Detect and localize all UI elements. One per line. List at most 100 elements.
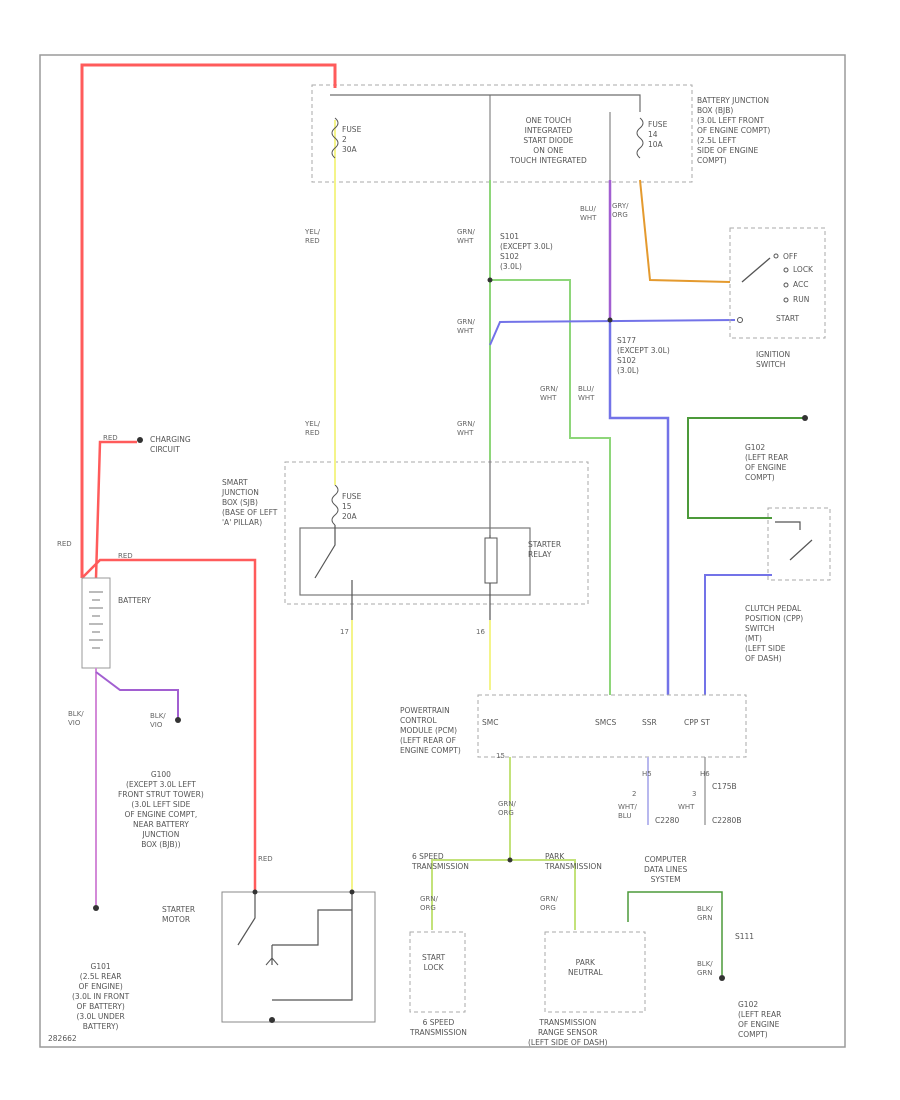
computer-data-lines-wire bbox=[627, 891, 723, 975]
charging-circuit-connector bbox=[137, 437, 143, 443]
starter-motor-terminal-s bbox=[349, 889, 355, 895]
wire-label-pin-3: 3 bbox=[692, 790, 697, 798]
red-starter-wire bbox=[81, 558, 257, 892]
g101-label: G101 (2.5L REAR OF ENGINE) (3.0L IN FRON… bbox=[72, 962, 130, 1031]
g100-label: G100 (EXCEPT 3.0L LEFT FRONT STRUT TOWER… bbox=[118, 770, 204, 849]
wire-label-blu-wht-1: BLU/ WHT bbox=[580, 205, 597, 222]
green-orange-park-wire bbox=[510, 859, 576, 930]
dark-green-ground-wire bbox=[687, 417, 805, 519]
wire-label-grn-org-1: GRN/ ORG bbox=[498, 800, 516, 817]
ignition-terminal-start bbox=[737, 317, 743, 323]
c2280-label: C2280 bbox=[655, 816, 680, 825]
battery-junction-box-outline bbox=[311, 84, 693, 183]
starter-relay-switch bbox=[314, 525, 353, 620]
computer-data-lines-label: COMPUTER DATA LINES SYSTEM bbox=[644, 855, 688, 884]
start-lock-label: START LOCK bbox=[422, 953, 446, 972]
starter-motor-terminal-b bbox=[252, 889, 258, 895]
wire-label-red-starter: RED bbox=[258, 855, 273, 863]
wire-label-red-main: RED bbox=[57, 540, 72, 548]
green-white-branch-wire bbox=[490, 279, 611, 695]
pcm-outline bbox=[477, 694, 747, 758]
wire-label-pin-16: 16 bbox=[476, 628, 485, 636]
starter-motor-ground bbox=[269, 1017, 275, 1023]
wire-label-grn-wht-1: GRN/ WHT bbox=[457, 228, 475, 245]
g102-bottom-label: G102 (LEFT REAR OF ENGINE COMPT) bbox=[738, 1000, 782, 1039]
ign-position-acc: ACC bbox=[793, 280, 809, 289]
pcm-pin-smcs: SMCS bbox=[595, 718, 617, 727]
one-touch-start-label: ONE TOUCH INTEGRATED START DIODE ON ONE … bbox=[510, 116, 587, 165]
starter-relay-outline bbox=[299, 527, 531, 596]
trs-outline bbox=[544, 931, 646, 1013]
wire-label-h5: H5 bbox=[642, 770, 652, 778]
pcm-pin-smc: SMC bbox=[482, 718, 499, 727]
pink-g100-ground-wire bbox=[95, 671, 179, 718]
wire-label-red-charging: RED bbox=[103, 434, 118, 442]
sjb-fuse-symbol bbox=[331, 484, 339, 526]
ignition-switch-label: IGNITION SWITCH bbox=[756, 350, 791, 369]
six-speed-bottom-label: 6 SPEED TRANSMISSION bbox=[410, 1018, 467, 1037]
g100-ground-connector bbox=[175, 717, 181, 723]
pcm-pin-cpp-st: CPP ST bbox=[684, 718, 711, 727]
fuse-2-label: FUSE 2 30A bbox=[342, 125, 362, 154]
violet-cpp-wire bbox=[704, 574, 772, 695]
c2280b-label: C2280B bbox=[712, 816, 742, 825]
starter-motor-outline bbox=[221, 891, 376, 1023]
ignition-terminal-acc bbox=[783, 282, 789, 288]
ignition-switch-contact bbox=[741, 257, 771, 283]
wire-label-grn-wht-4: GRN/ WHT bbox=[540, 385, 558, 402]
red-charging-wire bbox=[94, 440, 137, 579]
g102-ground-connector-top bbox=[802, 415, 808, 421]
orange-ignition-feed-wire bbox=[639, 179, 731, 283]
starter-relay-coil bbox=[484, 537, 498, 584]
ignition-terminal-run bbox=[783, 297, 789, 303]
s111-label: S111 bbox=[735, 932, 755, 941]
s101-splice-label: S101 (EXCEPT 3.0L) S102 (3.0L) bbox=[500, 232, 553, 271]
wire-label-blk-grn-1: BLK/ GRN bbox=[697, 905, 713, 922]
clutch-switch-outline bbox=[767, 507, 831, 581]
wire-label-blk-vio-1: BLK/ VIO bbox=[68, 710, 84, 727]
diagram-frame bbox=[39, 54, 846, 1048]
ignition-terminal-off bbox=[773, 253, 779, 259]
wire-label-yel-red-2: YEL/ RED bbox=[305, 420, 320, 437]
g101-ground-connector bbox=[93, 905, 99, 911]
starter-motor-plunger bbox=[265, 957, 279, 966]
battery-junction-box-label: BATTERY JUNCTION BOX (BJB) (3.0L LEFT FR… bbox=[697, 96, 771, 165]
six-speed-label: 6 SPEED TRANSMISSION bbox=[412, 852, 469, 871]
green-orange-tr-wire bbox=[431, 757, 511, 930]
clutch-switch-label: CLUTCH PEDAL POSITION (CPP) SWITCH (MT) … bbox=[745, 604, 804, 663]
wire-label-pin-15: 15 bbox=[496, 752, 505, 760]
wire-label-grn-wht-3: GRN/ WHT bbox=[457, 420, 475, 437]
ign-position-lock: LOCK bbox=[793, 265, 813, 274]
wire-label-wht: WHT bbox=[678, 803, 695, 811]
wire-label-blu-wht-2: BLU/ WHT bbox=[578, 385, 595, 402]
blue-ignition-start-wire bbox=[489, 319, 736, 346]
splice-pcm-tr bbox=[507, 857, 513, 863]
wire-label-grn-wht-2: GRN/ WHT bbox=[457, 318, 475, 335]
starter-motor-label: STARTER MOTOR bbox=[162, 905, 196, 924]
g102-top-label: G102 (LEFT REAR OF ENGINE COMPT) bbox=[745, 443, 789, 482]
wire-label-pin-2: 2 bbox=[632, 790, 637, 798]
wire-label-grn-org-3: GRN/ ORG bbox=[540, 895, 558, 912]
smart-junction-box-outline bbox=[284, 461, 589, 605]
charging-circuit-label: CHARGING CIRCUIT bbox=[150, 435, 191, 454]
wire-label-pin-17: 17 bbox=[340, 628, 349, 636]
pcm-label: POWERTRAIN CONTROL MODULE (PCM) (LEFT RE… bbox=[400, 706, 461, 755]
pcm-pin-ssr: SSR bbox=[642, 718, 657, 727]
starter-motor-solenoid bbox=[237, 892, 353, 1001]
park-transmission-label: PARK TRANSMISSION bbox=[545, 852, 602, 871]
ignition-terminal-lock bbox=[783, 267, 789, 273]
fuse-symbol-left bbox=[331, 117, 339, 159]
smart-junction-box-label: SMART JUNCTION BOX (SJB) (BASE OF LEFT '… bbox=[222, 478, 278, 527]
wire-label-grn-org-2: GRN/ ORG bbox=[420, 895, 438, 912]
battery-cells bbox=[89, 591, 103, 649]
red-battery-feed-wire bbox=[80, 63, 337, 578]
wire-label-wht-blu: WHT/ BLU bbox=[618, 803, 637, 820]
splice-s101 bbox=[487, 277, 493, 283]
fuse-14-label: FUSE 14 10A bbox=[648, 120, 668, 149]
trs-label: TRANSMISSION RANGE SENSOR (LEFT SIDE OF … bbox=[528, 1018, 608, 1047]
ignition-switch-outline bbox=[729, 227, 826, 339]
wire-label-h6: H6 bbox=[700, 770, 710, 778]
start-lock-outline bbox=[409, 931, 466, 1013]
ign-position-start: START bbox=[776, 314, 800, 323]
